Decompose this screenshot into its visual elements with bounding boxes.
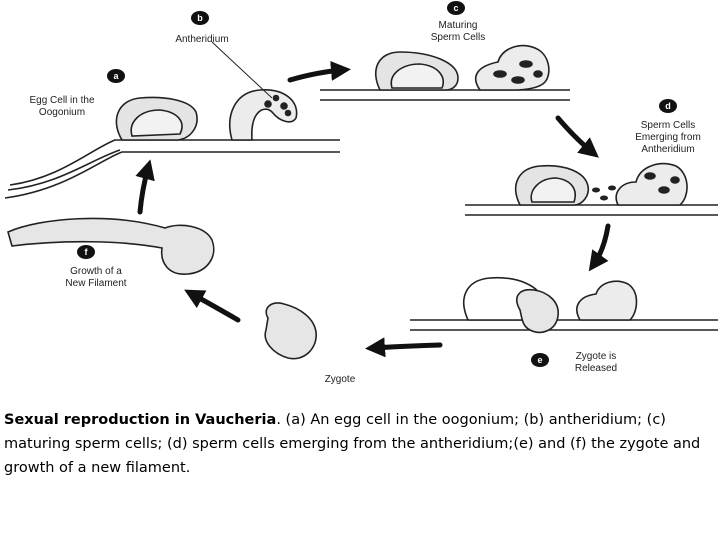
arrow-zygote-to-f xyxy=(184,289,241,323)
antheridium-e xyxy=(576,280,638,321)
svg-text:c: c xyxy=(453,3,458,13)
filament-stage-d xyxy=(465,204,718,216)
svg-text:New Filament: New Filament xyxy=(65,278,126,289)
caption-body: . (a) An egg cell in the oogonium; (b) a… xyxy=(4,412,701,476)
arrow-d-to-e xyxy=(588,223,611,272)
arrow-b-to-c xyxy=(287,60,351,83)
label-e: Zygote is Released xyxy=(575,351,617,374)
filament-stub-bottom-left xyxy=(7,149,121,191)
svg-text:f: f xyxy=(85,247,89,257)
svg-text:Oogonium: Oogonium xyxy=(39,107,85,118)
zygote-shape xyxy=(264,302,317,360)
label-b: Antheridium xyxy=(175,34,228,45)
badge-b: b xyxy=(191,11,209,25)
cycle-arrows xyxy=(135,60,611,358)
svg-text:Sperm Cells: Sperm Cells xyxy=(431,32,485,43)
new-filament-f xyxy=(7,217,215,275)
badge-a: a xyxy=(107,69,125,83)
label-zygote: Zygote xyxy=(325,374,356,385)
badge-c: c xyxy=(447,1,465,15)
label-d: Sperm Cells Emerging from Antheridium xyxy=(635,120,701,155)
released-zygote-e xyxy=(516,288,559,334)
label-c: Maturing Sperm Cells xyxy=(431,20,485,43)
arrow-c-to-d xyxy=(555,115,599,158)
filament-stage-e xyxy=(410,319,718,331)
arrow-e-to-zygote xyxy=(365,337,443,358)
svg-text:a: a xyxy=(113,71,119,81)
caption-bold-title: Sexual reproduction in Vaucheria xyxy=(4,412,277,428)
svg-text:Growth of a: Growth of a xyxy=(70,266,122,277)
oogonium-d xyxy=(515,164,590,206)
svg-text:Antheridium: Antheridium xyxy=(175,34,228,45)
antheridium-c-maturing xyxy=(474,44,550,91)
svg-text:e: e xyxy=(537,355,542,365)
svg-text:Zygote is: Zygote is xyxy=(576,351,617,362)
svg-text:d: d xyxy=(665,101,671,111)
antheridium-b xyxy=(229,89,298,141)
svg-text:Antheridium: Antheridium xyxy=(641,144,694,155)
filament-stage-a xyxy=(4,139,340,199)
figure-caption: Sexual reproduction in Vaucheria. (a) An… xyxy=(4,408,716,480)
label-a: Egg Cell in the Oogonium xyxy=(29,95,94,118)
svg-text:Maturing: Maturing xyxy=(439,20,478,31)
antheridium-d-emerging xyxy=(615,162,688,206)
label-f: Growth of a New Filament xyxy=(65,266,126,289)
badge-e: e xyxy=(531,353,549,367)
svg-text:Released: Released xyxy=(575,363,617,374)
svg-text:b: b xyxy=(197,13,203,23)
svg-text:Emerging from: Emerging from xyxy=(635,132,701,143)
svg-text:Sperm Cells: Sperm Cells xyxy=(641,120,695,131)
arrow-f-to-a xyxy=(135,159,155,215)
svg-text:Egg Cell in the: Egg Cell in the xyxy=(29,95,94,106)
badge-d: d xyxy=(659,99,677,113)
filament-stage-c xyxy=(320,89,570,101)
badge-f: f xyxy=(77,245,95,259)
sperm-cells-released-d xyxy=(592,185,616,201)
vaucheria-life-cycle-diagram: a b c d e f Egg Cell in the Oogonium Ant… xyxy=(4,1,718,385)
oogonium-c xyxy=(375,51,459,91)
antheridium-pointer-line xyxy=(211,41,273,99)
svg-text:Zygote: Zygote xyxy=(325,374,356,385)
oogonium-a xyxy=(115,96,198,141)
